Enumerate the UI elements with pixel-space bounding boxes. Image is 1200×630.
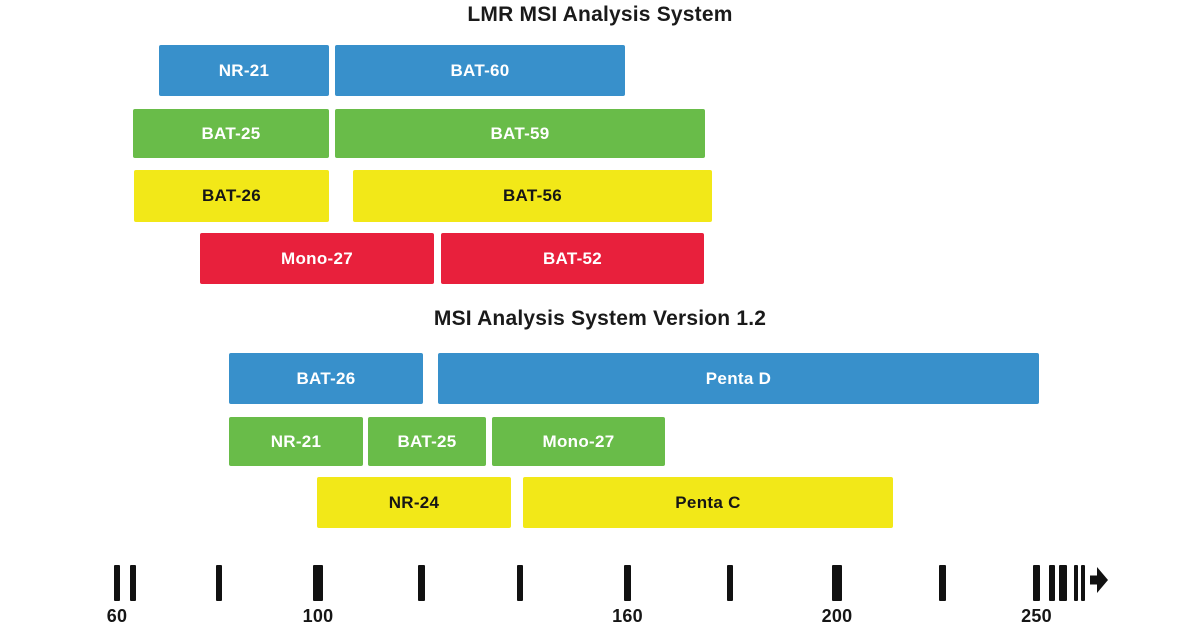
marker-bar-nr-21: NR-21 <box>159 45 329 96</box>
marker-bar-label: Penta C <box>675 492 741 512</box>
marker-bar-nr-21: NR-21 <box>229 417 363 466</box>
marker-bar-bat-56: BAT-56 <box>353 170 712 222</box>
axis-tick <box>517 565 523 601</box>
chart2-title: MSI Analysis System Version 1.2 <box>433 307 767 330</box>
marker-bar-penta-c: Penta C <box>523 477 893 528</box>
marker-bar-label: BAT-56 <box>502 186 563 205</box>
marker-bar-label: BAT-25 <box>397 431 457 451</box>
axis-tick <box>1081 565 1085 601</box>
marker-bar-label: BAT-52 <box>542 248 603 268</box>
axis-tick <box>130 565 136 601</box>
axis-tick-100 <box>313 565 323 601</box>
marker-bar-label: Mono-27 <box>542 431 615 451</box>
marker-bar-label: NR-21 <box>270 431 322 451</box>
axis-continues-arrow-icon <box>1090 566 1108 599</box>
axis-tick <box>1049 565 1055 601</box>
marker-bar-label: BAT-60 <box>450 60 510 80</box>
marker-bar-penta-d: Penta D <box>438 353 1039 404</box>
marker-bar-label: BAT-26 <box>296 368 356 388</box>
marker-bar-label: NR-21 <box>218 60 270 80</box>
marker-bar-mono-27: Mono-27 <box>200 233 434 284</box>
marker-bar-label: Mono-27 <box>281 248 353 268</box>
axis-tick <box>418 565 425 601</box>
marker-bar-bat-25: BAT-25 <box>368 417 486 466</box>
marker-bar-mono-27: Mono-27 <box>492 417 665 466</box>
chart1-title: LMR MSI Analysis System <box>467 3 733 26</box>
marker-bar-bat-60: BAT-60 <box>335 45 625 96</box>
axis-tick-label-100: 100 <box>302 606 334 626</box>
axis-tick-60 <box>114 565 120 601</box>
axis-tick-label-160: 160 <box>612 606 643 626</box>
axis-tick-200 <box>832 565 842 601</box>
axis-tick <box>1074 565 1078 601</box>
axis-tick-label-200: 200 <box>821 606 853 626</box>
axis-tick-160 <box>624 565 631 601</box>
axis-tick <box>1059 565 1067 601</box>
axis-tick-label-250: 250 <box>1021 606 1052 626</box>
axis-tick <box>939 565 946 601</box>
axis-tick-250 <box>1033 565 1040 601</box>
marker-bar-bat-26: BAT-26 <box>134 170 329 222</box>
marker-bar-bat-26: BAT-26 <box>229 353 423 404</box>
marker-bar-nr-24: NR-24 <box>317 477 511 528</box>
marker-bar-bat-52: BAT-52 <box>441 233 704 284</box>
axis-tick-label-60: 60 <box>106 606 128 626</box>
marker-bar-label: Penta D <box>705 368 772 388</box>
axis-tick <box>216 565 222 601</box>
marker-bar-bat-59: BAT-59 <box>335 109 705 158</box>
marker-bar-label: NR-24 <box>388 492 440 512</box>
marker-bar-bat-25: BAT-25 <box>133 109 329 158</box>
marker-bar-label: BAT-26 <box>201 186 262 205</box>
marker-bar-label: BAT-25 <box>201 123 261 143</box>
axis-tick <box>727 565 733 601</box>
marker-bar-label: BAT-59 <box>490 123 550 143</box>
